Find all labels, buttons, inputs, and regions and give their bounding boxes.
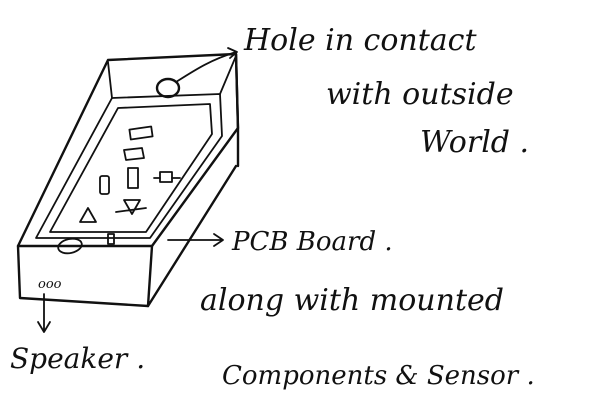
enclosure-front-bottom <box>16 244 154 308</box>
component-triangle-sensor <box>79 207 97 223</box>
speaker-grille: ooo <box>38 277 62 292</box>
enclosure-top-rim <box>16 52 240 248</box>
pcb-label-line-3: Components & Sensor . <box>222 361 535 391</box>
pcb-label-line-1: PCB Board . <box>231 227 393 257</box>
hole-label-line-3: World . <box>420 125 529 160</box>
pcb-board <box>49 103 213 255</box>
pcb-label-line-2: along with mounted <box>200 283 504 318</box>
enclosure-side-bottom <box>146 164 238 308</box>
pcb-label: PCB Board . along with mounted Component… <box>200 227 535 391</box>
component-diode <box>115 199 147 215</box>
speaker-leader-arrow <box>37 293 51 333</box>
enclosure-right-edge <box>234 52 240 168</box>
pcb-leader-arrow <box>167 233 224 247</box>
speaker-label: Speaker . <box>10 342 145 375</box>
inner-tray-back-lines <box>107 55 237 99</box>
component-battery-cell <box>57 237 83 255</box>
pcb-outline <box>49 103 213 233</box>
hole-label-line-2: with outside <box>326 77 514 112</box>
component-capacitor <box>99 175 110 195</box>
component-small-part <box>107 233 115 245</box>
component-resistor <box>127 167 139 189</box>
device-enclosure <box>16 52 240 308</box>
hole-label: Hole in contact with outside World . <box>243 23 529 160</box>
hole-leader-arrow <box>175 47 238 83</box>
inner-tray <box>35 93 223 239</box>
component-ic <box>159 171 173 183</box>
hole <box>155 77 181 99</box>
hole-label-line-1: Hole in contact <box>243 23 477 58</box>
component-chip-top <box>128 125 154 141</box>
component-connector <box>123 147 145 161</box>
